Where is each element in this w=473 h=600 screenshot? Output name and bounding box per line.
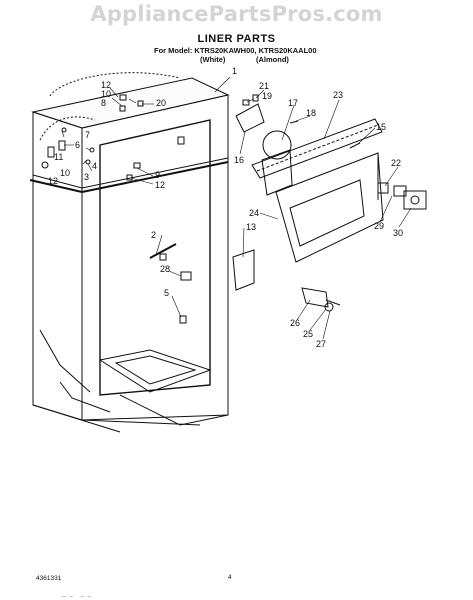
- liner-cabinet: [29, 72, 230, 433]
- callout-30: 30: [393, 228, 403, 238]
- callout-12a: 12: [101, 80, 111, 90]
- callout-numbers: 1 2 3 4 5 6 7 8 9 10 10 11 12 12 12 13 1…: [48, 66, 403, 349]
- air-duct-assembly: [232, 94, 427, 312]
- footer-mark: —— ——: [62, 593, 95, 598]
- callout-18: 18: [306, 108, 316, 118]
- callout-21: 21: [259, 81, 269, 91]
- callout-4: 4: [92, 161, 97, 171]
- callout-24: 24: [249, 208, 259, 218]
- callout-2: 2: [151, 230, 156, 240]
- callout-19: 19: [262, 91, 272, 101]
- callout-28: 28: [160, 264, 170, 274]
- diagram-title: LINER PARTS: [197, 33, 276, 45]
- callout-9: 9: [155, 170, 160, 180]
- callout-12c: 12: [155, 180, 165, 190]
- variant-white: (White): [200, 55, 226, 64]
- callout-5: 5: [164, 288, 169, 298]
- variant-almond: (Almond): [256, 55, 289, 64]
- callout-25: 25: [303, 329, 313, 339]
- callout-10b: 10: [60, 168, 70, 178]
- callout-1: 1: [232, 66, 237, 76]
- watermark: AppliancePartsPros.com: [90, 2, 383, 26]
- callout-16: 16: [234, 155, 244, 165]
- callout-10a: 10: [101, 89, 111, 99]
- model-line: For Model: KTRS20KAWH00, KTRS20KAAL00: [154, 46, 317, 55]
- callout-13: 13: [246, 222, 256, 232]
- callout-11: 11: [54, 152, 63, 162]
- callout-27: 27: [316, 339, 326, 349]
- callout-20: 20: [156, 98, 166, 108]
- callout-17: 17: [288, 98, 298, 108]
- callout-22: 22: [391, 158, 401, 168]
- callout-15: 15: [376, 122, 386, 132]
- leader-lines: [61, 76, 412, 340]
- callout-3: 3: [84, 172, 89, 182]
- page-number: 4: [228, 574, 232, 581]
- callout-26: 26: [290, 318, 300, 328]
- callout-7: 7: [85, 130, 90, 140]
- callout-29: 29: [374, 221, 384, 231]
- callout-8: 8: [101, 98, 106, 108]
- callout-23: 23: [333, 90, 343, 100]
- callout-6: 6: [75, 140, 80, 150]
- document-code: 4361331: [36, 575, 62, 582]
- callout-12b: 12: [48, 176, 58, 186]
